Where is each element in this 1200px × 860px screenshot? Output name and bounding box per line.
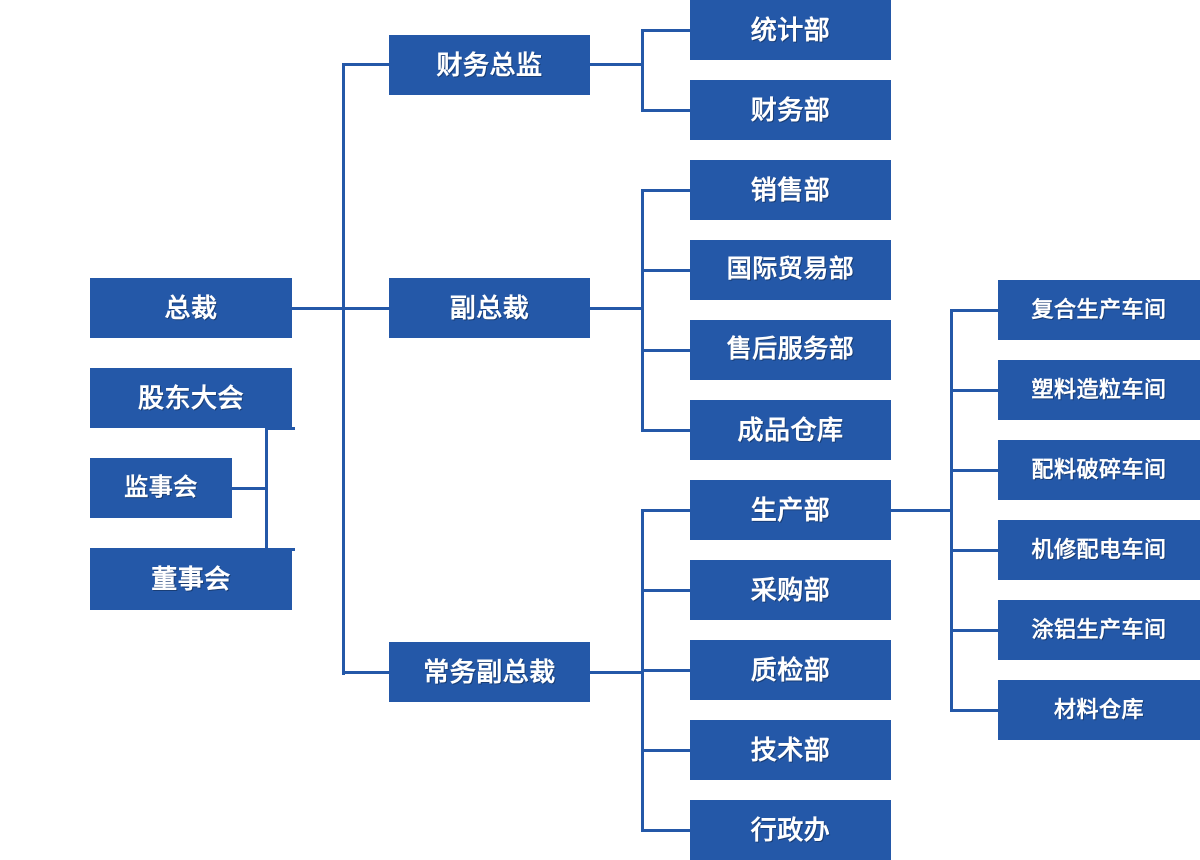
org-node-finance-dept[interactable]: 财务部	[690, 80, 891, 140]
connector-execvp-to-technical	[641, 749, 693, 752]
org-node-label-aluminum-ws: 涂铝生产车间	[1031, 616, 1167, 642]
org-node-purchasing-dept[interactable]: 采购部	[690, 560, 891, 620]
org-node-maintenance-ws[interactable]: 机修配电车间	[998, 520, 1200, 580]
org-node-intl-trade-dept[interactable]: 国际贸易部	[690, 240, 891, 300]
connector-gov-stub-supervisory	[232, 487, 268, 490]
org-node-technical-dept[interactable]: 技术部	[690, 720, 891, 780]
connector-vp-to-intl	[641, 269, 693, 272]
org-node-label-plastic-ws: 塑料造粒车间	[1031, 376, 1167, 402]
org-node-label-shareholders: 股东大会	[137, 382, 244, 413]
org-node-label-crushing-ws: 配料破碎车间	[1031, 456, 1167, 482]
org-node-finished-goods[interactable]: 成品仓库	[690, 400, 891, 460]
org-node-material-wh[interactable]: 材料仓库	[998, 680, 1200, 740]
org-node-composite-ws[interactable]: 复合生产车间	[998, 280, 1200, 340]
connector-execvp-to-admin	[641, 829, 693, 832]
org-node-label-intl-trade-dept: 国际贸易部	[726, 255, 855, 284]
connector-trunk-to-vp	[342, 307, 392, 310]
org-node-vice-president[interactable]: 副总裁	[389, 278, 590, 338]
org-node-label-technical-dept: 技术部	[750, 734, 831, 765]
org-node-label-vice-president: 副总裁	[449, 292, 530, 323]
org-node-label-quality-dept: 质检部	[750, 654, 831, 685]
connector-production-out	[891, 509, 953, 512]
connector-cfo-to-finance	[641, 109, 693, 112]
org-node-label-material-wh: 材料仓库	[1053, 696, 1144, 722]
connector-president-out	[292, 307, 345, 310]
connector-vp-trunk	[641, 189, 644, 431]
connector-execvp-out	[590, 671, 644, 674]
org-node-aluminum-ws[interactable]: 涂铝生产车间	[998, 600, 1200, 660]
org-node-label-after-sales-dept: 售后服务部	[726, 335, 855, 364]
connector-cfo-out	[590, 63, 644, 66]
connector-execvp-to-quality	[641, 669, 693, 672]
org-node-label-composite-ws: 复合生产车间	[1031, 296, 1167, 322]
org-node-label-finished-goods: 成品仓库	[737, 414, 844, 445]
connector-ws-to-aluminum	[950, 629, 1001, 632]
connector-ws-to-plastic	[950, 389, 1001, 392]
org-node-supervisory[interactable]: 监事会	[90, 458, 232, 518]
connector-vp-to-sales	[641, 189, 693, 192]
connector-workshop-trunk	[950, 309, 953, 712]
org-node-statistics-dept[interactable]: 统计部	[690, 0, 891, 60]
org-node-label-statistics-dept: 统计部	[750, 14, 831, 45]
org-node-label-purchasing-dept: 采购部	[750, 574, 831, 605]
connector-ws-to-composite	[950, 309, 1001, 312]
org-node-label-production-dept: 生产部	[750, 494, 831, 525]
connector-trunk-to-cfo	[342, 63, 392, 66]
org-node-plastic-ws[interactable]: 塑料造粒车间	[998, 360, 1200, 420]
connector-cfo-to-statistics	[641, 29, 693, 32]
org-node-label-maintenance-ws: 机修配电车间	[1031, 536, 1167, 562]
org-node-label-exec-vp: 常务副总裁	[423, 656, 556, 687]
org-node-label-finance-dept: 财务部	[750, 94, 831, 125]
connector-ws-to-crushing	[950, 469, 1001, 472]
org-node-president[interactable]: 总裁	[90, 278, 292, 338]
org-node-label-admin-office: 行政办	[750, 814, 831, 845]
org-node-board[interactable]: 董事会	[90, 548, 292, 610]
connector-trunk-to-execvp	[342, 671, 392, 674]
connector-execvp-to-purchasing	[641, 589, 693, 592]
org-node-exec-vp[interactable]: 常务副总裁	[389, 642, 590, 702]
connector-execvp-to-production	[641, 509, 693, 512]
org-node-shareholders[interactable]: 股东大会	[90, 368, 292, 428]
org-node-label-board: 董事会	[151, 563, 231, 594]
org-node-admin-office[interactable]: 行政办	[690, 800, 891, 860]
connector-gov-stub-shareholders	[265, 427, 295, 430]
connector-main-trunk	[342, 63, 345, 675]
org-node-label-supervisory: 监事会	[124, 473, 198, 501]
connector-ws-to-maintenance	[950, 549, 1001, 552]
org-node-sales-dept[interactable]: 销售部	[690, 160, 891, 220]
connector-cfo-trunk	[641, 29, 644, 112]
org-node-label-sales-dept: 销售部	[750, 174, 831, 205]
connector-vp-to-aftersales	[641, 349, 693, 352]
connector-vp-out	[590, 307, 644, 310]
org-node-label-cfo: 财务总监	[436, 49, 543, 80]
org-node-quality-dept[interactable]: 质检部	[690, 640, 891, 700]
connector-vp-to-finished	[641, 429, 693, 432]
org-node-crushing-ws[interactable]: 配料破碎车间	[998, 440, 1200, 500]
org-node-production-dept[interactable]: 生产部	[690, 480, 891, 540]
org-node-after-sales-dept[interactable]: 售后服务部	[690, 320, 891, 380]
connector-ws-to-material	[950, 709, 1001, 712]
org-node-cfo[interactable]: 财务总监	[389, 35, 590, 95]
org-node-label-president: 总裁	[164, 292, 218, 323]
